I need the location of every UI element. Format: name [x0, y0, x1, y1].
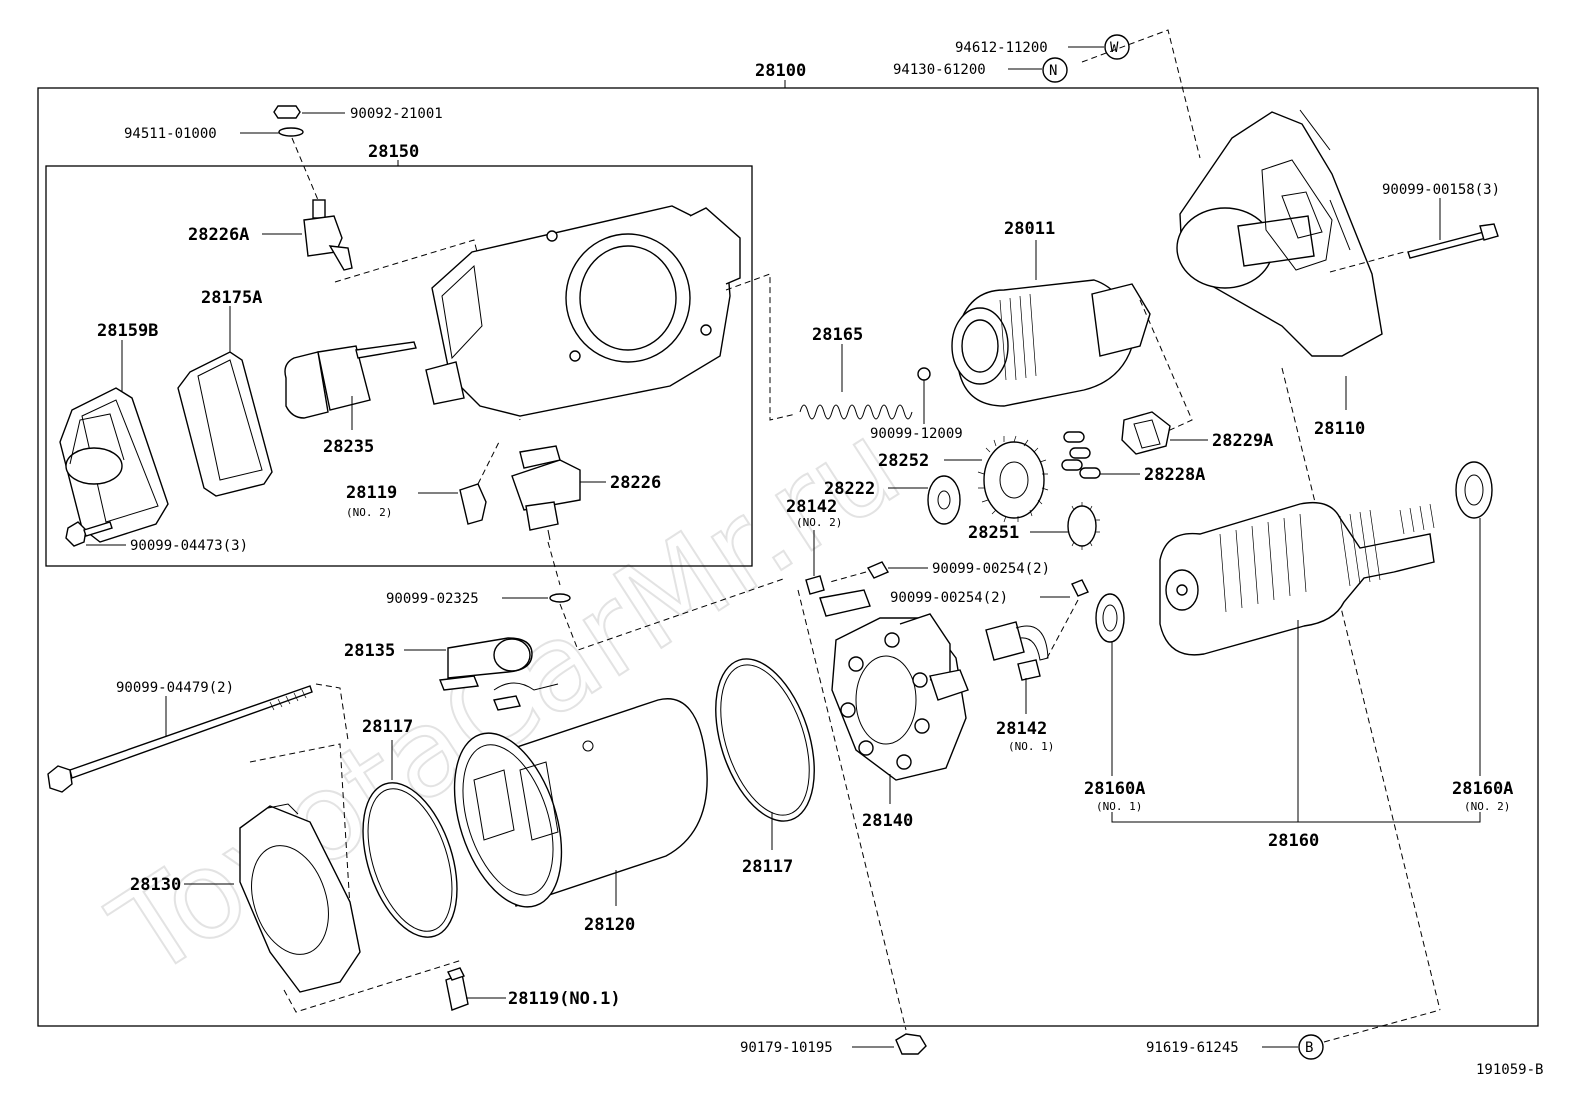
nut-90092-21001: 90092-21001 [273, 105, 443, 122]
plunger-28235: 28235 [284, 341, 417, 457]
magnet-switch-housing [425, 205, 741, 417]
label-90099-12009: 90099-12009 [870, 426, 963, 442]
label-91619-61245: 91619-61245 [1146, 1040, 1239, 1056]
callout-w: 94612-11200 W [955, 34, 1130, 60]
label-90179-10195: 90179-10195 [740, 1040, 833, 1056]
label-28226A: 28226A [188, 225, 249, 245]
label-28150: 28150 [368, 142, 419, 162]
label-28165: 28165 [812, 325, 863, 345]
label-28252: 28252 [878, 451, 929, 471]
label-90099-04473: 90099-04473(3) [130, 538, 248, 554]
label-28117-a: 28117 [362, 717, 413, 737]
bearing-28160A-no1: 28160A (NO. 1) [1084, 593, 1145, 813]
label-90099-00254-b: 90099-00254(2) [890, 590, 1008, 606]
through-bolt-90099-04479: 90099-04479(2) [47, 680, 313, 793]
washer-94511-01000: 94511-01000 [124, 126, 304, 142]
bushing-28119-no2: 28119 (NO. 2) [346, 483, 487, 525]
label-28117-b: 28117 [742, 857, 793, 877]
callout-b: 91619-61245 B [1146, 1034, 1324, 1060]
brush-28142-no2: 28142 (NO. 2) [786, 497, 871, 617]
circle-mark-n [1042, 57, 1068, 83]
label-90099-00254-a: 90099-00254(2) [932, 561, 1050, 577]
callout-n: 94130-61200 N [893, 57, 1068, 83]
figure-code: 191059-B [1476, 1062, 1543, 1078]
label-28175A: 28175A [201, 288, 262, 308]
label-28235: 28235 [323, 437, 374, 457]
circle-mark-b [1298, 1034, 1324, 1060]
starter-assembly-frame: 28100 [37, 61, 1539, 1027]
label-28142-no1: 28142 [996, 719, 1047, 739]
label-28120: 28120 [584, 915, 635, 935]
label-90099-04479: 90099-04479(2) [116, 680, 234, 696]
svg-text:W: W [1110, 40, 1119, 56]
lead-28135: 28135 [344, 637, 533, 691]
label-28135: 28135 [344, 641, 395, 661]
bolt-90099-04473: 90099-04473(3) [65, 521, 248, 554]
brush-holder-28140: 28140 [831, 613, 969, 831]
bolt-90099-00158: 90099-00158(3) [1382, 182, 1500, 259]
housing-28110: 28110 [1176, 109, 1383, 439]
bearing-28160A-no2: 28160A (NO. 2) [1452, 461, 1513, 813]
cover-28159B: 28159B [59, 321, 169, 543]
label-28160A-no2: 28160A [1452, 779, 1513, 799]
magnet-switch-frame: 28150 [45, 142, 753, 567]
label-28119-no2: 28119 [346, 483, 397, 503]
o-ring-28117-a: 28117 [362, 717, 458, 938]
label-28100: 28100 [755, 61, 806, 81]
ball-90099-12009: 90099-12009 [870, 367, 963, 442]
circle-mark-w [1104, 34, 1130, 60]
label-28226: 28226 [610, 473, 661, 493]
label-28228A: 28228A [1144, 465, 1205, 485]
o-ring-28117-b: 28117 [715, 658, 815, 877]
armature-bracket-28160: 28160 [1111, 620, 1481, 851]
label-28130: 28130 [130, 875, 181, 895]
label-28159B: 28159B [97, 321, 158, 341]
label-28160A-no2-sub: (NO. 2) [1464, 800, 1510, 813]
clutch-28011: 28011 [951, 219, 1151, 407]
terminal-28226A: 28226A [188, 199, 353, 271]
label-28142-no2: 28142 [786, 497, 837, 517]
label-28251: 28251 [968, 523, 1019, 543]
label-28011: 28011 [1004, 219, 1055, 239]
gasket-28175A: 28175A [177, 288, 273, 497]
contact-plate-28226: 28226 [511, 445, 661, 541]
end-frame-28130: 28130 [130, 743, 463, 1013]
retainer-28229A: 28229A [1121, 411, 1273, 455]
screw-90099-00254-a: 90099-00254(2) [866, 561, 1050, 579]
spring-28165: 28165 [799, 325, 913, 420]
label-28140: 28140 [862, 811, 913, 831]
svg-text:N: N [1049, 63, 1057, 79]
label-28160A-no1-sub: (NO. 1) [1096, 800, 1142, 813]
armature-assembly [1159, 501, 1435, 656]
label-28160: 28160 [1268, 831, 1319, 851]
screw-90099-00254-b: 90099-00254(2) [890, 579, 1089, 606]
rollers-28228A: 28228A [1061, 431, 1205, 485]
label-94612-11200: 94612-11200 [955, 40, 1048, 56]
label-94511-01000: 94511-01000 [124, 126, 217, 142]
yoke-28120: 28120 [453, 682, 708, 935]
svg-text:B: B [1305, 1040, 1313, 1056]
label-28222: 28222 [824, 479, 875, 499]
gear-28252: 28252 [878, 435, 1049, 523]
label-90099-00158: 90099-00158(3) [1382, 182, 1500, 198]
label-28119-no1: 28119(NO.1) [508, 989, 621, 1009]
bushing-28119-no1: 28119(NO.1) [445, 967, 621, 1011]
nut-90179-10195: 90179-10195 [740, 1033, 927, 1056]
label-28142-no2-sub: (NO. 2) [796, 516, 842, 529]
label-90092-21001: 90092-21001 [350, 106, 443, 122]
washer-28222: 28222 [824, 475, 961, 525]
label-28160A-no1: 28160A [1084, 779, 1145, 799]
label-94130-61200: 94130-61200 [893, 62, 986, 78]
washer-90099-02325: 90099-02325 [386, 591, 571, 607]
label-28142-no1-sub: (NO. 1) [1008, 740, 1054, 753]
brush-28142-no1: 28142 (NO. 1) [985, 621, 1054, 753]
label-28110: 28110 [1314, 419, 1365, 439]
label-28229A: 28229A [1212, 431, 1273, 451]
pinion-28251: 28251 [968, 502, 1100, 550]
label-90099-02325: 90099-02325 [386, 591, 479, 607]
label-28119-no2-sub: (NO. 2) [346, 506, 392, 519]
